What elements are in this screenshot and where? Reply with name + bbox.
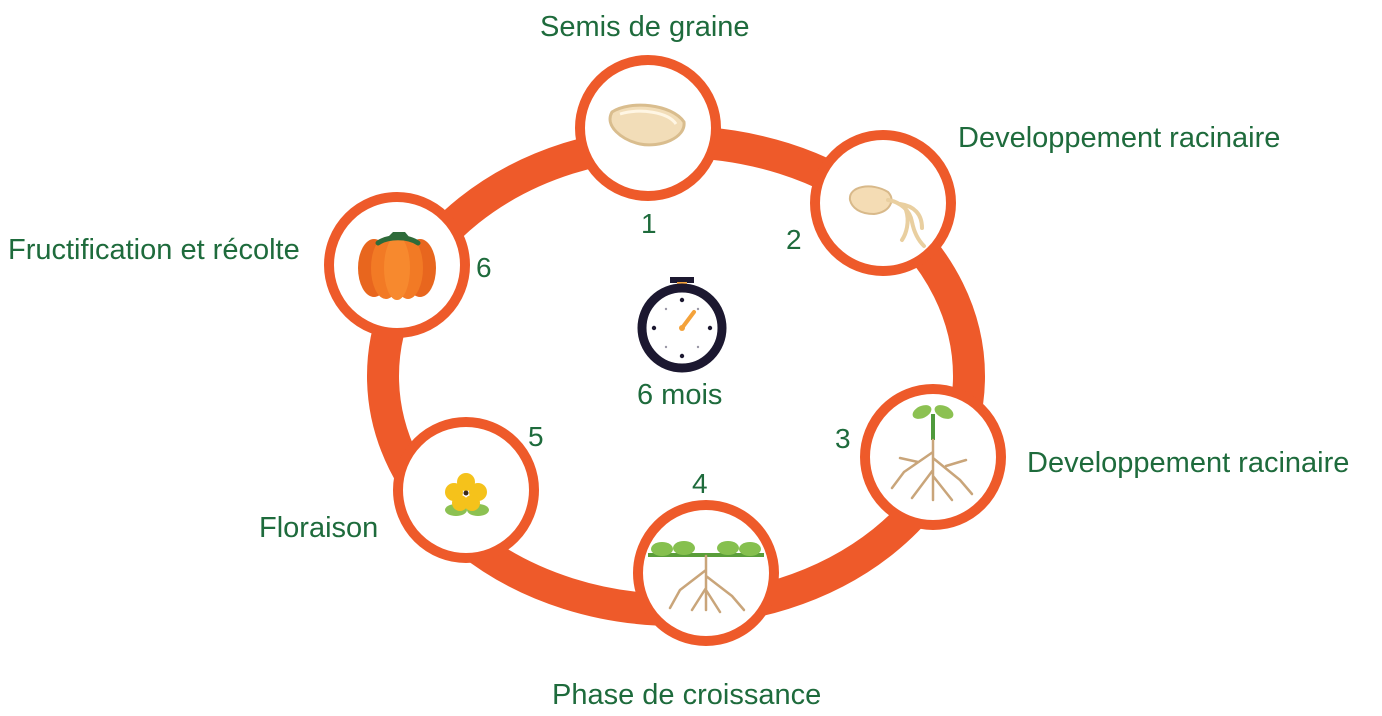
sprouting-seed-icon (848, 185, 926, 248)
stage-6-circle (324, 192, 470, 338)
stage-3-label: Developpement racinaire (1027, 447, 1350, 479)
stage-2-number: 2 (786, 224, 802, 255)
pumpkin-icon (358, 232, 436, 300)
stage-3-number: 3 (835, 423, 851, 454)
stage-5-label: Floraison (259, 512, 379, 544)
stage-4-label: Phase de croissance (552, 679, 822, 711)
stage-5-number: 5 (528, 421, 544, 452)
stage-1-label: Semis de graine (540, 11, 750, 43)
stage-3-circle (860, 384, 1006, 530)
seedling-roots-icon (890, 405, 974, 502)
stage-2-label: Developpement racinaire (958, 122, 1281, 154)
stage-2-circle (810, 130, 956, 276)
flower-icon (445, 473, 489, 516)
growing-vine-icon (648, 541, 764, 614)
stage-5-circle (393, 417, 539, 563)
stage-1-number: 1 (641, 208, 657, 239)
stage-1-circle (575, 55, 721, 201)
seed-icon (608, 103, 686, 147)
stopwatch-icon (637, 277, 727, 373)
stage-6-number: 6 (476, 252, 492, 283)
stage-4-circle (633, 500, 779, 646)
cycle-duration: 6 mois (637, 379, 723, 411)
stage-4-number: 4 (692, 468, 708, 499)
stage-6-label: Fructification et récolte (8, 234, 300, 266)
